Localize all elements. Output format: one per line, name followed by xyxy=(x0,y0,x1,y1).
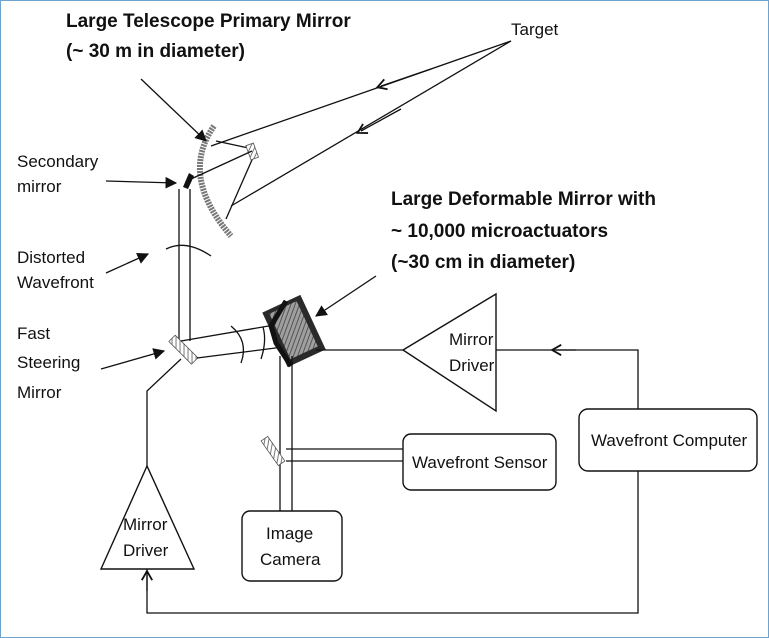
incoming-light-arrow-lower xyxy=(355,108,402,134)
deformable-mirror-title-3: (~30 cm in diameter) xyxy=(391,252,575,273)
distorted-wavefront-label-2: Wavefront xyxy=(17,273,94,292)
distorted-wavefront-pointer xyxy=(105,253,150,274)
wavefront-computer-box xyxy=(578,408,758,472)
deformable-mirror-title-2: ~ 10,000 microactuators xyxy=(391,221,608,242)
fast-steering-mirror xyxy=(168,334,199,365)
mirror-driver-bottom xyxy=(99,464,196,570)
beam-splitter xyxy=(260,435,286,467)
secondary-mirror-pointer xyxy=(105,176,178,189)
primary-mirror xyxy=(196,124,234,238)
image-camera-label-1: Image xyxy=(266,524,313,543)
target-label: Target xyxy=(511,20,559,39)
mirror-driver-top xyxy=(401,292,497,413)
mirror-driver-top-label-2: Driver xyxy=(449,356,495,375)
image-camera-box xyxy=(241,510,343,582)
image-camera-label-2: Camera xyxy=(260,550,321,569)
primary-mirror-subtitle: (~ 30 m in diameter) xyxy=(66,41,245,62)
wavefront-sensor-box xyxy=(402,433,557,491)
wavefront-sensor-label: Wavefront Sensor xyxy=(412,453,548,472)
fast-steering-label-3: Mirror xyxy=(17,383,62,402)
deformable-mirror-pointer xyxy=(315,275,377,317)
fast-steering-pointer xyxy=(100,348,166,370)
target-light-cone xyxy=(210,40,512,207)
distorted-wavefront-arc-2 xyxy=(230,325,245,364)
primary-mirror-pointer xyxy=(140,78,207,142)
distorted-wavefront-arc-3 xyxy=(260,326,266,360)
fast-steering-label-2: Steering xyxy=(17,353,80,372)
mirror-driver-bottom-label-1: Mirror xyxy=(123,515,168,534)
wavefront-computer-label: Wavefront Computer xyxy=(591,431,748,450)
distorted-wavefront-label-1: Distorted xyxy=(17,248,85,267)
deformable-mirror xyxy=(262,294,326,368)
secondary-mirror-label-2: mirror xyxy=(17,177,62,196)
deformable-mirror-title-1: Large Deformable Mirror with xyxy=(391,189,656,210)
mirror-driver-bottom-label-2: Driver xyxy=(123,541,169,560)
fast-steering-label-1: Fast xyxy=(17,324,50,343)
secondary-mirror-label-1: Secondary xyxy=(17,152,99,171)
distorted-wavefront-arc-1 xyxy=(165,244,212,257)
incoming-light-arrow-upper xyxy=(375,68,432,91)
mirror-driver-top-label-1: Mirror xyxy=(449,330,494,349)
secondary-mirror xyxy=(183,173,194,189)
primary-mirror-title: Large Telescope Primary Mirror xyxy=(66,11,351,32)
